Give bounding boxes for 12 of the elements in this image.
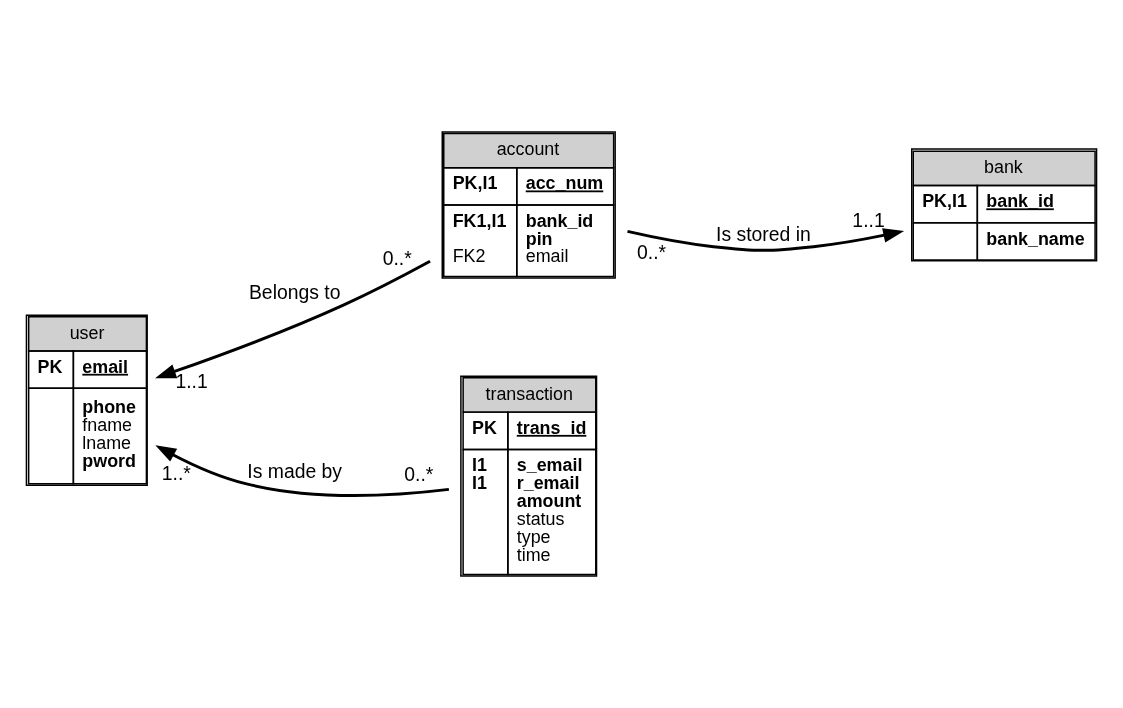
label: 1..1 [175, 369, 208, 392]
arrow [627, 228, 905, 252]
edge-label: Is stored in [716, 223, 811, 246]
edge-label: Belongs to [248, 281, 341, 304]
label: 1..1 [852, 208, 885, 231]
label: 0..* [637, 240, 667, 263]
arrow [155, 445, 450, 497]
edge-label: Is made by [247, 460, 343, 483]
label: 0..* [404, 463, 434, 486]
label: 0..* [382, 247, 412, 270]
label: 1..* [161, 462, 191, 485]
arrow [155, 259, 431, 379]
